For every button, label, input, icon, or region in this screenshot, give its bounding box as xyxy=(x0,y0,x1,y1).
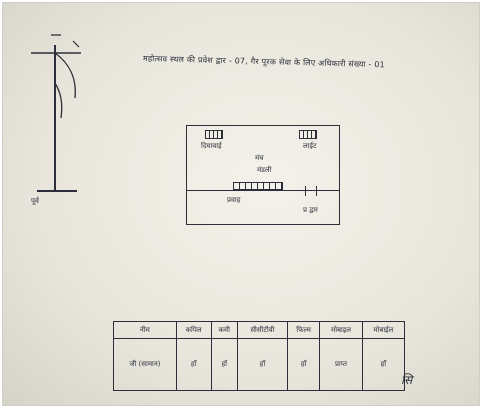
table-header-cell: फिल्म xyxy=(286,321,321,339)
diagram-divider xyxy=(187,190,339,191)
table-header-cell: नीम xyxy=(113,321,177,339)
table-cell: हाँ xyxy=(236,338,288,391)
diagram-label-center: मंच xyxy=(255,154,264,162)
table-header-cell: मोबाइल xyxy=(319,321,363,339)
diagram-label-top-right: लाईट xyxy=(303,142,317,150)
table-header-row: नीम कपिल कमी सीसीटीवी फिल्म मोबाइल मोबाई… xyxy=(113,321,406,339)
diagram-label-center-sub: मंडली xyxy=(257,166,272,174)
duty-table: नीम कपिल कमी सीसीटीवी फिल्म मोबाइल मोबाई… xyxy=(113,321,406,391)
table-header-cell: मोबाईल xyxy=(361,321,406,339)
table-cell: हाँ xyxy=(361,338,406,391)
gate-mark-icon xyxy=(305,186,317,196)
diagram-label-top-left: दियावाई xyxy=(201,142,222,150)
table-cell: हाँ xyxy=(286,338,321,391)
signpost-sketch xyxy=(31,34,81,192)
table-cell: हाँ xyxy=(210,338,238,391)
left-structure-icon xyxy=(205,130,223,139)
stage-bench-icon xyxy=(233,182,283,190)
signpost-label: पूर्व xyxy=(31,197,39,205)
table-header-cell: कमी xyxy=(210,321,238,339)
floor-plan-diagram: दियावाई लाईट मंच मंडली प्रवाह प्र द्वार xyxy=(186,125,340,225)
diagram-label-bottom-right: प्र द्वार xyxy=(303,206,318,214)
table-cell: जी (सामान) xyxy=(113,338,177,391)
signature: सि xyxy=(401,373,413,387)
table-header-cell: कपिल xyxy=(175,321,212,339)
diagram-label-bottom-left: प्रवाह xyxy=(227,196,241,204)
handwritten-title: महोत्सव स्थल की प्रवेश द्वार - 07, गैर प… xyxy=(142,54,385,70)
table-row: जी (सामान) हाँ हाँ हाँ हाँ प्राप्त हाँ xyxy=(113,338,406,391)
right-structure-icon xyxy=(299,130,317,139)
table-cell: प्राप्त xyxy=(319,338,363,391)
table-cell: हाँ xyxy=(175,338,212,391)
table-header-cell: सीसीटीवी xyxy=(236,321,288,339)
